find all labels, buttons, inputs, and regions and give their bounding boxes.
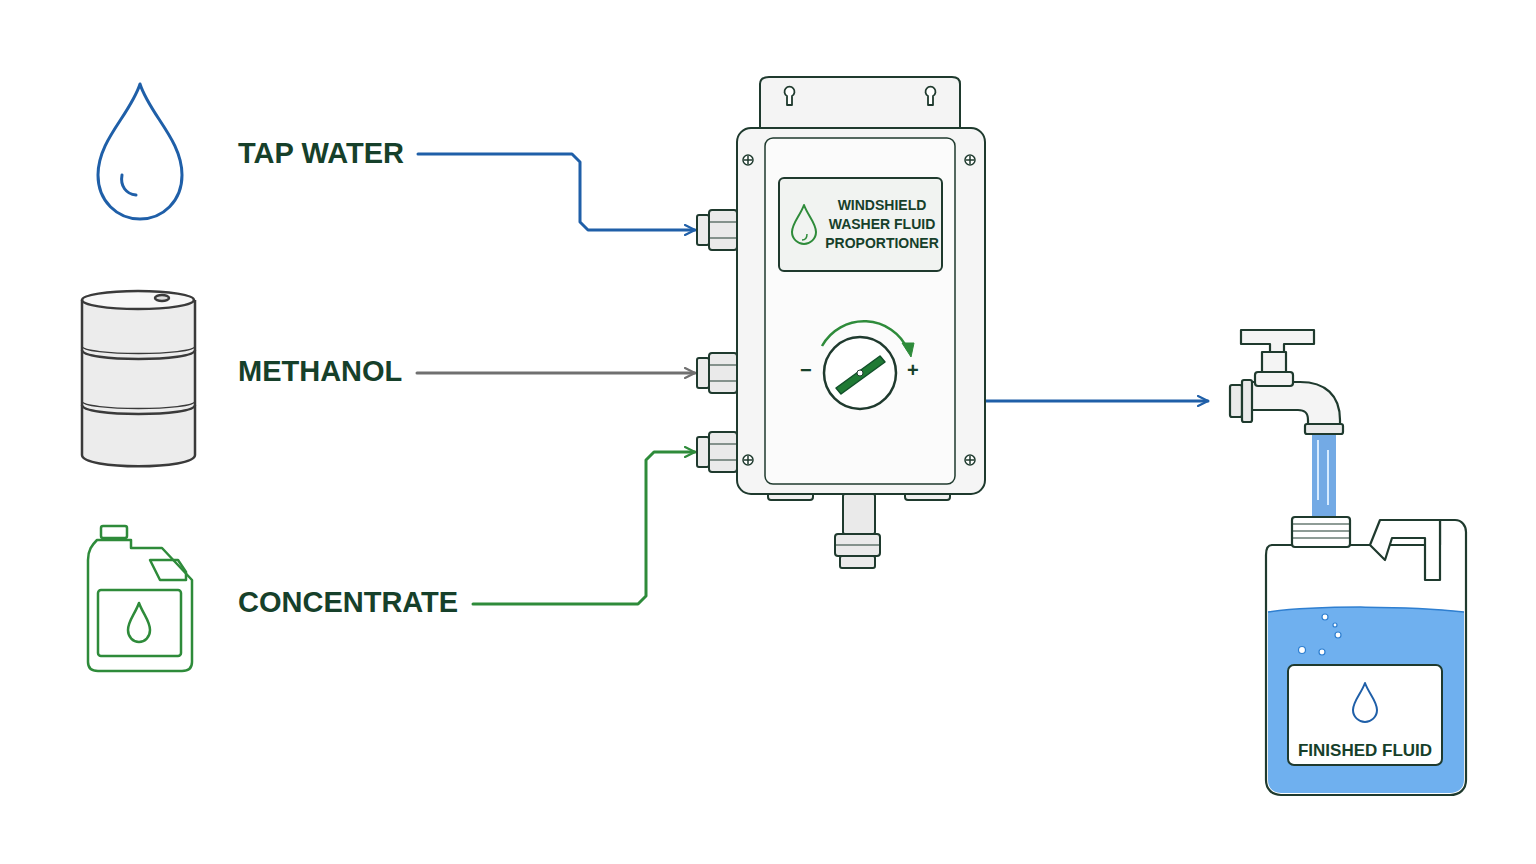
water-drop-icon [95,80,195,230]
source-label: TAP WATER [238,137,404,170]
dial-plus-sign: + [907,359,919,382]
dial-minus-sign: − [800,359,812,382]
flow-arrow [417,372,695,375]
methanol-source: METHANOL [78,288,409,473]
source-label: CONCENTRATE [238,586,458,619]
product-label: FINISHED FLUID [1288,741,1442,761]
flow-arrow [418,154,695,230]
water-source: TAP WATER [95,80,410,225]
source-label: METHANOL [238,355,402,388]
jug-icon [85,522,200,682]
proportioner-housing: WINDSHIELD WASHER FLUID PROPORTIONER − + [695,77,985,572]
proportioner-illustration [695,77,985,572]
drum-icon [78,288,203,478]
finished-fluid-jug: FINISHED FLUID [1228,325,1473,797]
concentrate-source: CONCENTRATE [85,522,465,677]
flow-arrow [473,452,695,604]
device-label: WINDSHIELD WASHER FLUID PROPORTIONER [820,196,944,253]
faucet-and-jug-illustration [1228,325,1473,797]
flow-arrow [985,400,1208,403]
